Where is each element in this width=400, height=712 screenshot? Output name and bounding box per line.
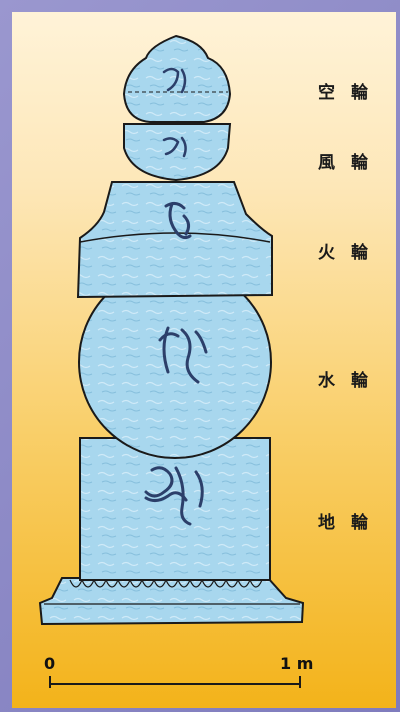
scale-start-label: 0 <box>44 654 56 673</box>
sanskrit-va-glyph <box>158 326 208 384</box>
sanskrit-ra-glyph <box>164 201 192 240</box>
label-karin: 火輪 <box>318 243 384 263</box>
label-kurin: 空輪 <box>318 83 384 103</box>
base-plinth <box>38 577 305 626</box>
label-chirin: 地輪 <box>318 513 384 533</box>
sanskrit-kha-glyph <box>162 67 187 94</box>
scale-bar <box>49 676 301 688</box>
sanskrit-ha-glyph <box>162 136 187 158</box>
chirin-stone <box>79 437 271 581</box>
label-suirin: 水輪 <box>318 371 384 391</box>
fuurin-stone <box>123 123 232 182</box>
kurin-stone <box>122 34 232 123</box>
karin-stone <box>76 181 273 299</box>
label-fuurin: 風輪 <box>318 153 384 173</box>
scale-end-label: 1 m <box>280 654 314 673</box>
sanskrit-a-glyph <box>144 466 204 526</box>
